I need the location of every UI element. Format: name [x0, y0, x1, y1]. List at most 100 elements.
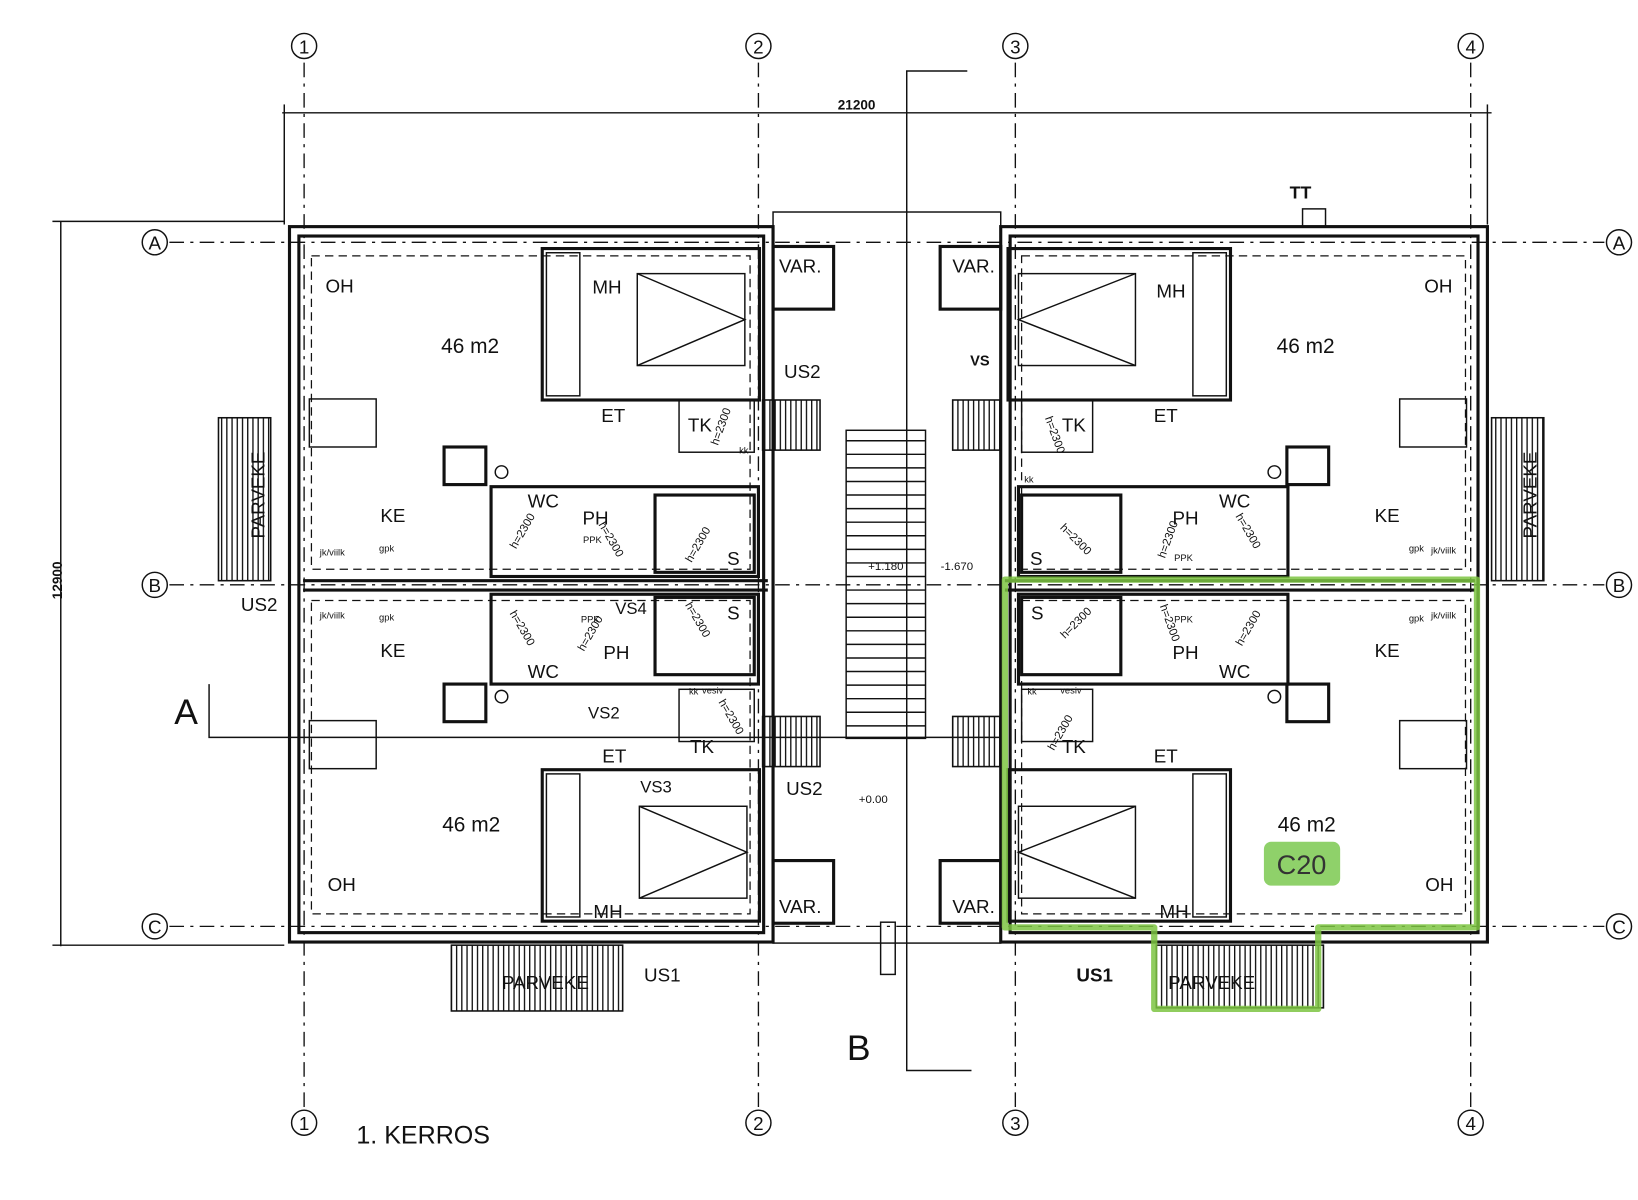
room-label-et: ET — [602, 745, 627, 766]
room-label-h: h=2300 — [508, 512, 538, 551]
room-label-gpk: gpk — [379, 542, 394, 553]
dimension-lines — [52, 104, 1492, 947]
grid-column-top-3-label: 3 — [1010, 36, 1020, 57]
room-label-mh: MH — [593, 901, 622, 922]
roof-mark: TT — [1290, 182, 1312, 202]
room-label-wc: WC — [1219, 491, 1250, 512]
room-label-h: h=2300 — [507, 609, 537, 648]
grid-column-bottom-4-bubble — [1457, 1109, 1484, 1136]
room-label-jk: jk/viilk — [319, 609, 345, 620]
room-label-ph: PH — [1173, 642, 1199, 663]
grid-column-top-4-bubble — [1457, 32, 1484, 60]
room-label-mh: MH — [592, 276, 621, 297]
grid-column-bottom-3-label: 3 — [1010, 1113, 1020, 1134]
room-label-s: S — [727, 548, 740, 569]
room-label-gpk: gpk — [379, 611, 394, 622]
grid-column-top-3-bubble — [1002, 32, 1029, 60]
room-label-ph: PH — [1173, 507, 1199, 528]
room-label-ph: PH — [603, 642, 629, 663]
room-label-tk: TK — [1062, 414, 1086, 435]
room-label-vs4: VS4 — [615, 599, 647, 618]
room-label-mh: MH — [1159, 901, 1188, 922]
grid-row-right-1-label: B — [1613, 575, 1626, 596]
room-label-tk: TK — [690, 736, 714, 757]
room-label-s: S — [1031, 602, 1044, 623]
room-label-us2: US2 — [786, 778, 823, 799]
room-label-wc: WC — [528, 661, 559, 682]
room-label-us1: US1 — [644, 965, 681, 986]
room-label-kk: kk — [739, 444, 749, 455]
room-label-parveke: PARVEKE — [502, 972, 589, 993]
grid-row-right-2-bubble — [1605, 913, 1633, 940]
room-label-gpk: gpk — [1409, 542, 1424, 553]
drawing-title: 1. KERROS — [356, 1122, 490, 1150]
room-label-vs: VS — [970, 354, 990, 370]
grid-column-top-1-bubble — [290, 32, 318, 60]
room-label-wc: WC — [1219, 661, 1250, 682]
room-label-kk: kk — [1027, 686, 1037, 697]
room-label-gpk: gpk — [1409, 612, 1424, 623]
grid-row-left-0-bubble — [141, 229, 169, 256]
room-label-h: h=2300 — [1234, 609, 1264, 648]
grid-column-top-2-bubble — [745, 32, 772, 60]
room-label-area: 46 m2 — [1277, 335, 1335, 358]
room-label-h: h=2300 — [684, 525, 714, 564]
section-marker-b: B — [847, 1028, 871, 1068]
grid-column-bottom-4-label: 4 — [1465, 1113, 1475, 1134]
apartment-label: C20 — [1277, 849, 1327, 880]
room-label-wc: WC — [528, 491, 559, 512]
grid-column-bottom-2-bubble — [745, 1109, 772, 1136]
room-label-ke: KE — [380, 505, 405, 526]
grid-lines — [169, 62, 1605, 1108]
room-label-oh: OH — [326, 275, 354, 296]
apartment-label-badge[interactable] — [1263, 841, 1341, 886]
room-label-kk: kk — [689, 686, 699, 697]
room-label-oh: OH — [1425, 874, 1453, 895]
level-label: +1.180 — [868, 561, 903, 573]
grid-column-top-2-label: 2 — [753, 36, 763, 57]
room-label-area: 46 m2 — [1278, 813, 1336, 836]
room-label-h: h=2300 — [682, 600, 712, 639]
room-label-oh: OH — [1424, 275, 1452, 296]
room-label-tk: TK — [688, 414, 712, 435]
room-label-us2: US2 — [784, 361, 821, 382]
section-lines — [208, 70, 1001, 1072]
grid-row-left-2-bubble — [141, 913, 169, 940]
apartment-c20-outline[interactable] — [1001, 576, 1481, 1013]
grid-column-bottom-1-label: 1 — [299, 1113, 309, 1134]
room-label-ke: KE — [1375, 640, 1400, 661]
level-label: -1.670 — [941, 561, 974, 573]
room-label-var: VAR. — [952, 896, 994, 917]
room-label-parveke: PARVEKE — [247, 452, 268, 539]
room-label-h: h=2300 — [1057, 522, 1093, 558]
section-marker-a: A — [174, 692, 198, 732]
room-label-et: ET — [1154, 405, 1179, 426]
room-label-ke: KE — [380, 640, 405, 661]
grid-column-bottom-1-bubble — [290, 1109, 318, 1136]
room-label-jk: jk/viilk — [319, 547, 345, 558]
room-label-ppk: PPK — [583, 534, 603, 545]
room-label-h: h=2300 — [1059, 606, 1095, 642]
balconies — [217, 399, 1545, 1012]
grid-row-left-0-label: A — [149, 233, 162, 254]
dimension-width: 21200 — [838, 98, 876, 113]
room-label-s: S — [1030, 548, 1043, 569]
grid-row-right-2-label: C — [1612, 917, 1626, 938]
grid-column-bottom-3-bubble — [1002, 1109, 1029, 1136]
room-label-ke: KE — [1375, 505, 1400, 526]
room-label-et: ET — [601, 405, 626, 426]
room-label-h: h=2300 — [1233, 512, 1263, 551]
room-label-parveke: PARVEKE — [1168, 972, 1255, 993]
room-label-var: VAR. — [779, 256, 821, 277]
room-label-h: h=2300 — [709, 407, 733, 447]
room-label-ppk: PPK — [1174, 613, 1194, 624]
room-label-tk: TK — [1062, 736, 1086, 757]
apartment-highlight[interactable]: C20 — [1001, 576, 1481, 1013]
room-label-vesiv: vesiv — [1060, 684, 1082, 695]
grid-column-bottom-2-label: 2 — [753, 1113, 763, 1134]
room-label-oh: OH — [328, 874, 356, 895]
room-label-area: 46 m2 — [442, 813, 500, 836]
room-label-jk: jk/viilk — [1430, 545, 1456, 556]
room-label-area: 46 m2 — [441, 335, 499, 358]
room-label-vs2: VS2 — [588, 704, 620, 723]
